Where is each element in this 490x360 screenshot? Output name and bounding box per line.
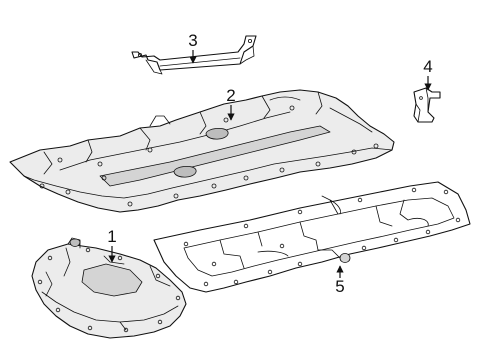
callout-5: 5 [335,265,345,296]
callout-5-label: 5 [335,277,344,296]
part-4-bracket[interactable] [413,87,441,123]
callout-4-label: 4 [423,57,432,76]
callout-3: 3 [188,31,198,64]
part-2-under-cover[interactable] [9,89,395,213]
part-1-front-shield[interactable] [31,237,187,339]
part-3-bracket[interactable] [131,35,257,75]
callout-3-label: 3 [188,31,197,50]
callout-1-label: 1 [107,227,116,246]
callout-2-label: 2 [226,86,235,105]
callout-4: 4 [423,57,433,91]
callout-1: 1 [107,227,117,263]
callout-2: 2 [226,86,236,121]
part-5-lower-plate[interactable] [153,181,471,293]
